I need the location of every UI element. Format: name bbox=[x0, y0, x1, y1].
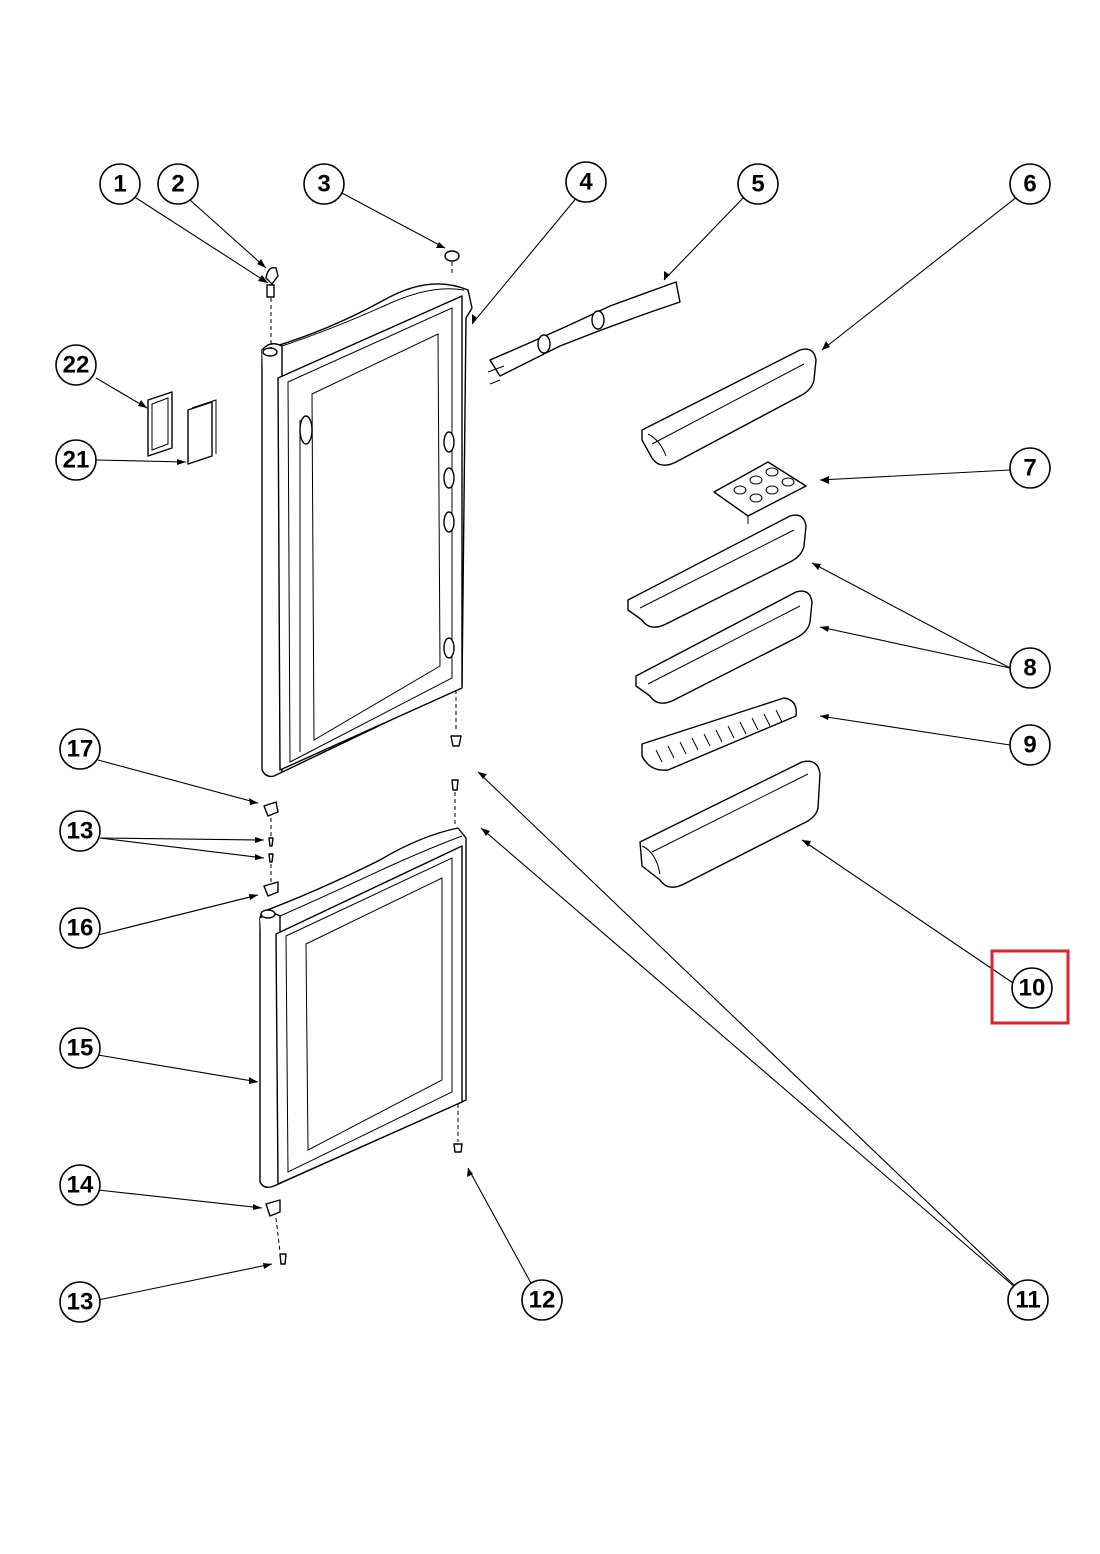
svg-text:2: 2 bbox=[171, 171, 184, 198]
callout-22[interactable]: 22 bbox=[55, 344, 97, 386]
arrowheads bbox=[138, 242, 830, 1269]
callout-10-highlight-box bbox=[990, 949, 1070, 1025]
label-parts bbox=[147, 391, 217, 465]
callout-17[interactable]: 17 bbox=[59, 728, 101, 770]
egg-tray-7 bbox=[713, 461, 807, 524]
lower-hinge-parts bbox=[263, 779, 463, 1265]
svg-text:11: 11 bbox=[1015, 1287, 1040, 1314]
svg-text:17: 17 bbox=[67, 736, 94, 763]
leader-lines bbox=[95, 191, 1019, 1301]
callout-4[interactable]: 4 bbox=[565, 161, 607, 203]
callout-21[interactable]: 21 bbox=[55, 439, 97, 481]
callout-6[interactable]: 6 bbox=[1009, 163, 1051, 205]
svg-text:7: 7 bbox=[1023, 455, 1036, 482]
callout-13-lower[interactable]: 13 bbox=[59, 1281, 101, 1323]
svg-text:4: 4 bbox=[579, 169, 593, 196]
svg-text:22: 22 bbox=[63, 352, 90, 379]
callout-8[interactable]: 8 bbox=[1009, 647, 1051, 689]
door-shelf-8-lower bbox=[635, 590, 813, 704]
door-shelf-8-upper bbox=[627, 514, 807, 628]
top-hinge-parts bbox=[265, 250, 462, 747]
door-shelf-10 bbox=[639, 760, 821, 888]
callout-9[interactable]: 9 bbox=[1009, 724, 1051, 766]
svg-text:13: 13 bbox=[67, 818, 94, 845]
svg-text:15: 15 bbox=[67, 1035, 94, 1062]
svg-text:3: 3 bbox=[317, 171, 330, 198]
callout-13-upper[interactable]: 13 bbox=[59, 810, 101, 852]
svg-text:6: 6 bbox=[1023, 171, 1036, 198]
callout-2[interactable]: 2 bbox=[157, 163, 199, 205]
callouts: 1 2 3 4 5 6 7 8 9 10 11 12 13 13 14 15 1… bbox=[55, 161, 1053, 1323]
callout-14[interactable]: 14 bbox=[59, 1164, 101, 1206]
svg-text:9: 9 bbox=[1023, 732, 1036, 759]
svg-text:10: 10 bbox=[1019, 975, 1046, 1002]
svg-text:16: 16 bbox=[67, 915, 94, 942]
callout-1[interactable]: 1 bbox=[99, 163, 141, 205]
upper-door bbox=[261, 283, 473, 778]
callout-16[interactable]: 16 bbox=[59, 907, 101, 949]
door-shelf-6 bbox=[641, 348, 817, 466]
shelf-grille-9 bbox=[641, 697, 797, 771]
door-trim-strip bbox=[487, 281, 681, 385]
callout-10[interactable]: 10 bbox=[1011, 967, 1053, 1009]
svg-text:5: 5 bbox=[751, 171, 764, 198]
svg-text:13: 13 bbox=[67, 1289, 94, 1316]
callout-5[interactable]: 5 bbox=[737, 163, 779, 205]
callout-3[interactable]: 3 bbox=[303, 163, 345, 205]
callout-11[interactable]: 11 bbox=[1007, 1279, 1049, 1321]
svg-text:1: 1 bbox=[113, 171, 126, 198]
callout-12[interactable]: 12 bbox=[521, 1279, 563, 1321]
callout-15[interactable]: 15 bbox=[59, 1027, 101, 1069]
lower-door bbox=[259, 827, 467, 1189]
callout-7[interactable]: 7 bbox=[1009, 447, 1051, 489]
svg-text:8: 8 bbox=[1023, 655, 1036, 682]
svg-text:21: 21 bbox=[63, 447, 90, 474]
svg-text:14: 14 bbox=[67, 1172, 94, 1199]
svg-text:12: 12 bbox=[529, 1287, 556, 1314]
